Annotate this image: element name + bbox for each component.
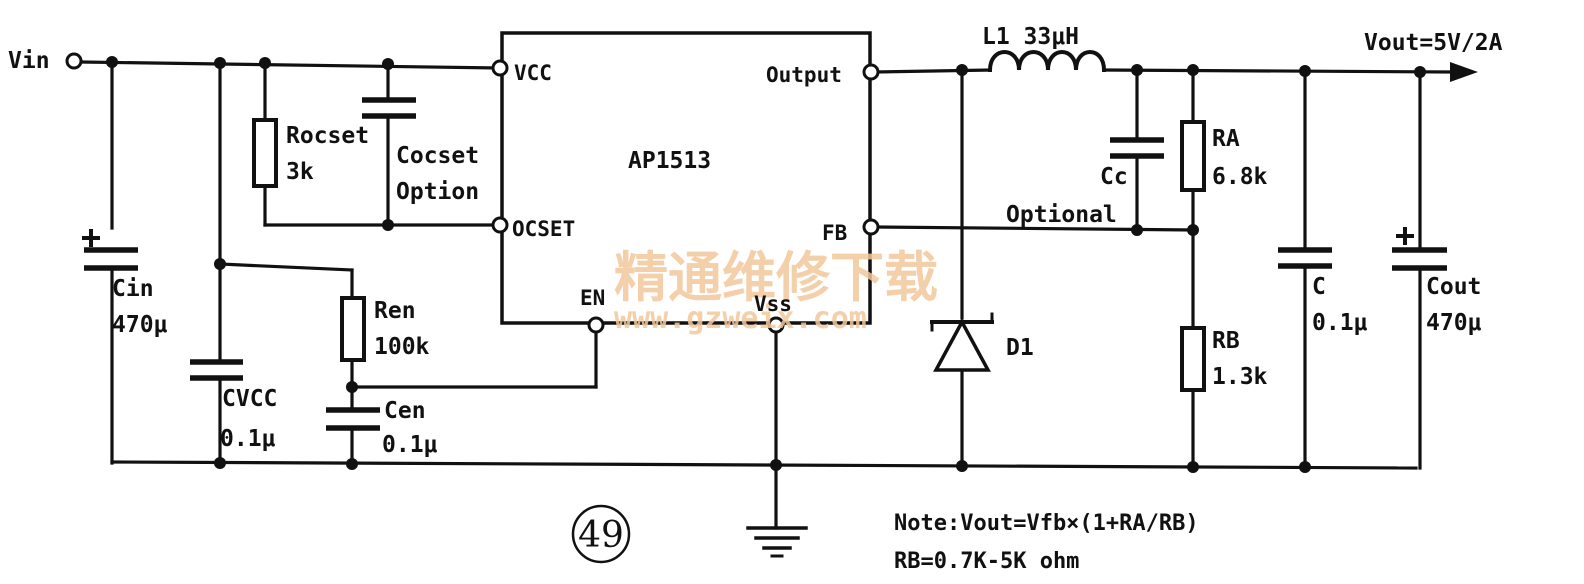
optional-label: Optional — [1006, 202, 1117, 228]
note-line-1: Note:Vout=Vfb×(1+RA/RB) — [894, 511, 1199, 536]
pin-vcc: VCC — [514, 61, 552, 85]
ic-name: AP1513 — [628, 148, 711, 174]
cvcc-value: 0.1μ — [220, 426, 276, 452]
cen-name: Cen — [384, 398, 426, 424]
rocset-name: Rocset — [286, 123, 369, 149]
cin-capacitor — [82, 229, 138, 271]
watermark-url: www.gzweix.com — [614, 301, 867, 336]
cocset-value: Option — [396, 179, 479, 205]
ra-name: RA — [1212, 126, 1240, 152]
inductor-label: L1 33μH — [982, 24, 1079, 50]
cin-name: Cin — [112, 276, 154, 302]
rb-name: RB — [1212, 328, 1240, 354]
pin-ocset: OCSET — [512, 217, 575, 241]
ren-name: Ren — [374, 298, 416, 324]
cocset-capacitor — [362, 97, 416, 119]
ra-value: 6.8k — [1212, 164, 1268, 190]
pin-vss: Vss — [754, 292, 792, 316]
ground-icon — [746, 526, 808, 558]
cocset-name: Cocset — [396, 143, 479, 169]
cout-capacitor — [1392, 227, 1447, 271]
cen-capacitor — [326, 407, 380, 431]
rocset-resistor — [252, 118, 278, 188]
cen-value: 0.1μ — [382, 432, 438, 458]
d1-label: D1 — [1006, 335, 1034, 361]
cvcc-name: CVCC — [222, 386, 277, 412]
cout-name: Cout — [1426, 274, 1481, 300]
pin-en: EN — [580, 286, 605, 310]
rb-value: 1.3k — [1212, 364, 1268, 390]
inductor-l1 — [987, 50, 1107, 73]
terminals — [65, 52, 880, 334]
pin-output: Output — [766, 63, 842, 87]
c-name: C — [1312, 274, 1326, 300]
vout-arrow — [1450, 62, 1478, 82]
cvcc-capacitor — [190, 359, 243, 381]
junction-dots — [106, 56, 1426, 473]
diode-d1 — [930, 312, 994, 372]
cout-value: 470μ — [1426, 310, 1482, 336]
rb-resistor — [1180, 326, 1206, 392]
pin-fb: FB — [822, 221, 847, 245]
vout-label: Vout=5V/2A — [1364, 30, 1503, 56]
ren-resistor — [340, 296, 366, 362]
rocset-value: 3k — [286, 159, 314, 185]
ra-resistor — [1180, 120, 1206, 192]
c-capacitor — [1278, 247, 1332, 269]
figure-number-circle — [571, 504, 631, 564]
cc-name: Cc — [1100, 164, 1128, 190]
c-value: 0.1μ — [1312, 310, 1368, 336]
ren-value: 100k — [374, 334, 430, 360]
figure-number: 49 — [578, 515, 624, 556]
cin-value: 470μ — [112, 312, 168, 338]
note-line-2: RB=0.7K-5K ohm — [894, 549, 1079, 574]
ic-box — [500, 31, 872, 325]
vin-label: Vin — [8, 48, 50, 74]
cc-capacitor — [1110, 137, 1164, 159]
watermark-text: 精通维修下载 — [614, 246, 938, 309]
